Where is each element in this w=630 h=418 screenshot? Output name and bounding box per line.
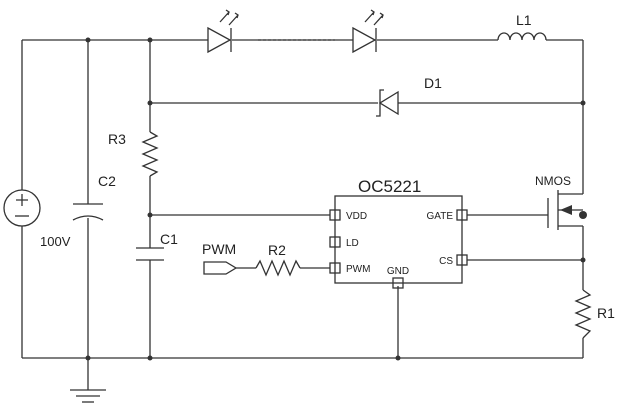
junctions bbox=[85, 37, 587, 361]
capacitor-c2-symbol bbox=[72, 203, 104, 221]
pin-box-gate bbox=[456, 209, 468, 221]
pin-label-cs: CS bbox=[439, 256, 453, 267]
pin-box-vdd bbox=[329, 209, 341, 221]
pin-box-gnd bbox=[392, 277, 404, 289]
ic-oc5221: VDD LD PWM GND GATE CS bbox=[329, 195, 468, 289]
diode-d1-symbol bbox=[376, 89, 399, 117]
label-pwm: PWM bbox=[202, 241, 236, 257]
voltage-source-symbol bbox=[3, 189, 41, 227]
component-labels: OC5221 L1 D1 R3 C2 C1 100V PWM R2 NMOS R… bbox=[40, 12, 615, 321]
label-nmos: NMOS bbox=[535, 174, 571, 188]
pin-label-vdd: VDD bbox=[346, 211, 367, 222]
pwm-input-arrow bbox=[203, 261, 238, 275]
nmos-symbol bbox=[547, 190, 583, 230]
label-ic-name: OC5221 bbox=[358, 177, 421, 196]
capacitor-c1-symbol bbox=[136, 247, 164, 261]
pin-label-gnd: GND bbox=[387, 266, 409, 277]
pin-box-cs bbox=[456, 254, 468, 266]
pin-label-ld: LD bbox=[346, 238, 359, 249]
label-r2: R2 bbox=[268, 242, 286, 258]
pin-box-ld bbox=[329, 236, 341, 248]
inductor-l1-symbol bbox=[497, 32, 547, 41]
label-supply-voltage: 100V bbox=[40, 234, 71, 249]
pin-label-pwm: PWM bbox=[346, 264, 370, 275]
led-2-symbol bbox=[352, 9, 384, 54]
pin-label-gate: GATE bbox=[427, 211, 454, 222]
label-c2: C2 bbox=[98, 173, 116, 189]
ground-icon bbox=[70, 389, 106, 403]
label-d1: D1 bbox=[424, 75, 442, 91]
label-r3: R3 bbox=[108, 131, 126, 147]
label-l1: L1 bbox=[516, 12, 532, 28]
resistor-r2-symbol bbox=[255, 259, 301, 277]
resistor-r3-symbol bbox=[141, 131, 159, 177]
resistor-r1-symbol bbox=[574, 289, 592, 339]
label-r1: R1 bbox=[597, 305, 615, 321]
led-1-symbol bbox=[207, 9, 239, 54]
label-c1: C1 bbox=[160, 231, 178, 247]
pin-box-pwm bbox=[329, 262, 341, 274]
wires bbox=[21, 39, 584, 390]
